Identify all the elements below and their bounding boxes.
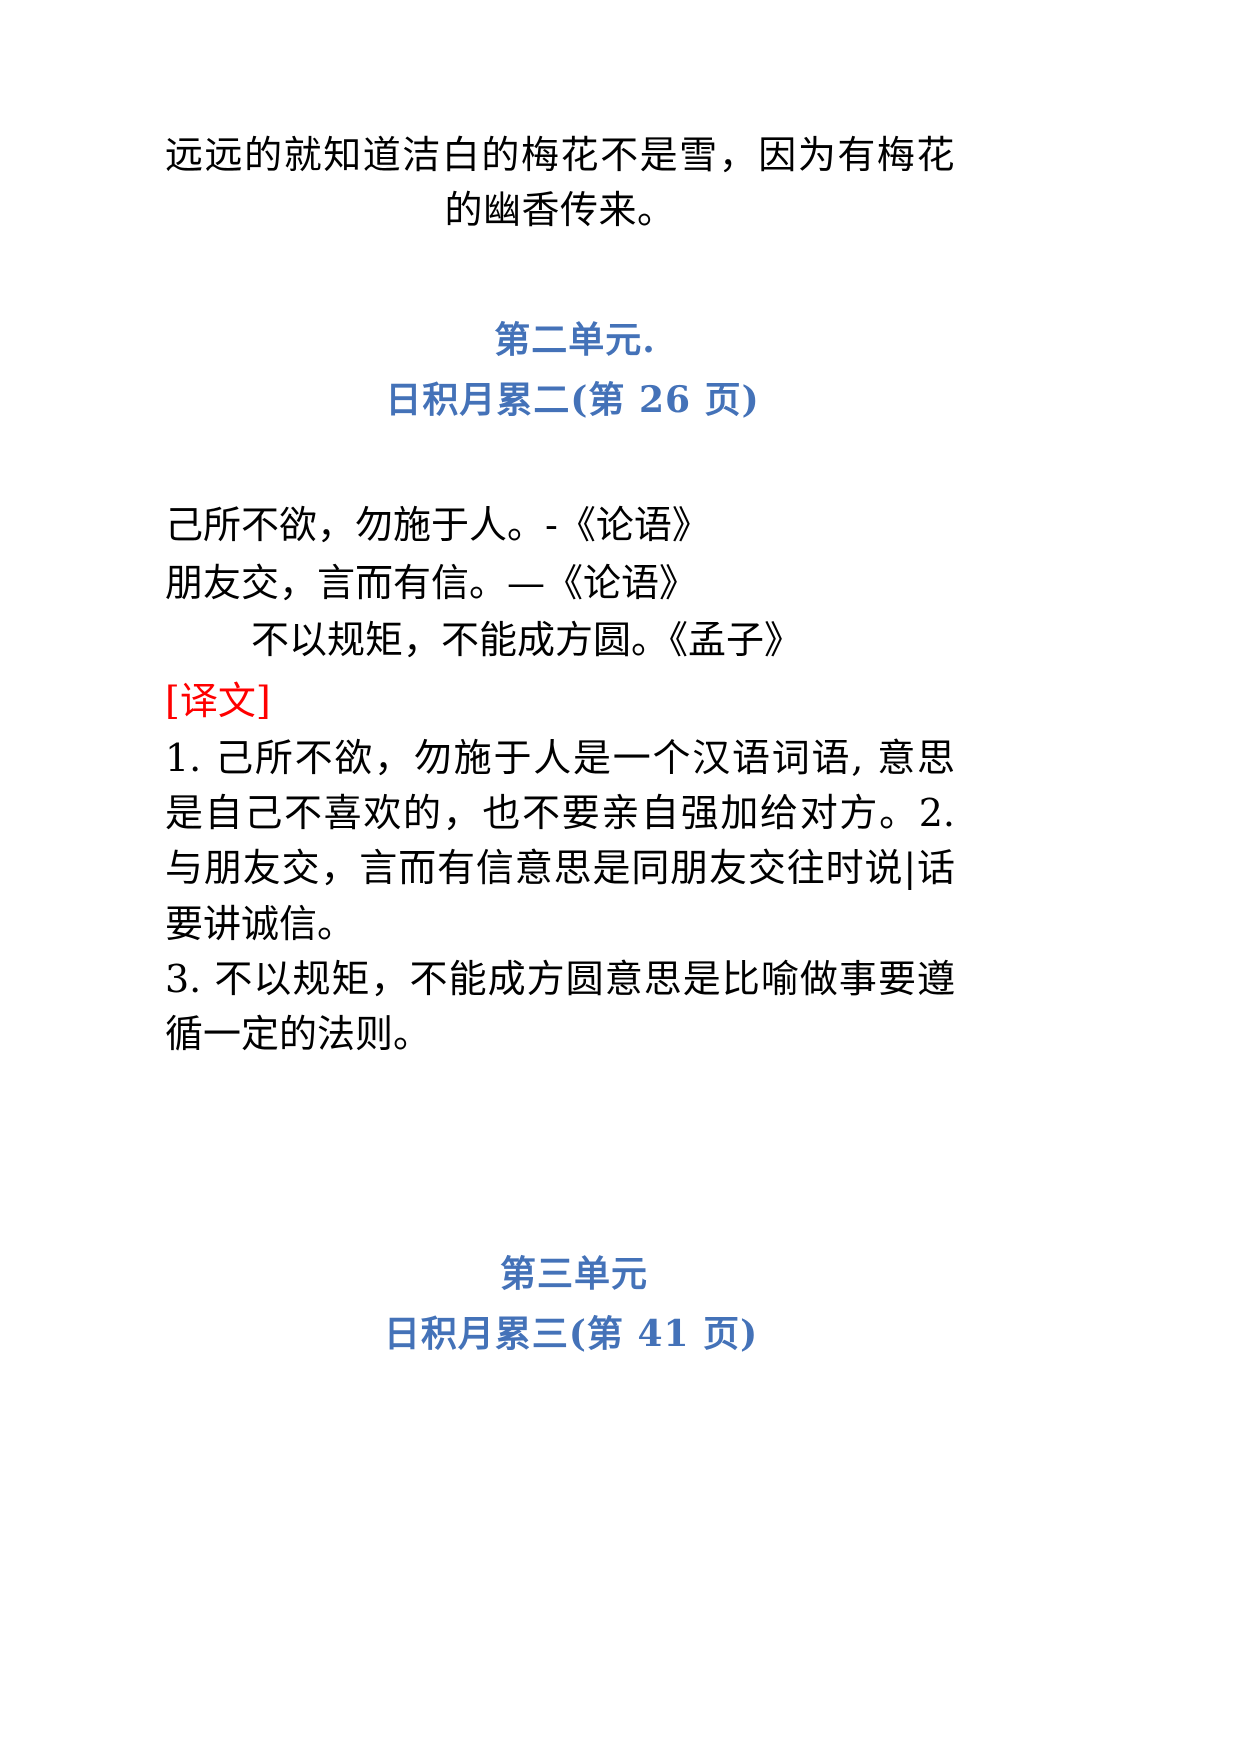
unit-three-subtitle: 日积月累三(第 41 页) xyxy=(383,1312,759,1355)
poem-translation-paragraph: 远远的就知道洁白的梅花不是雪，因为有梅花的幽香传来。 xyxy=(165,133,955,233)
unit-two-title: 第二单元. xyxy=(494,318,656,361)
translation-body: 1. 己所不欲，勿施于人是一个汉语词语, 意思是自己不喜欢的，也不要亲自强加给对… xyxy=(165,731,955,1062)
page-content: 远远的就知道洁白的梅花不是雪，因为有梅花的幽香传来。 第二单元. 日积月累二(第… xyxy=(165,0,955,1361)
quote-line: 不以规矩，不能成方圆。《孟子》 xyxy=(251,618,803,663)
unit-two-quote-list: 己所不欲，勿施于人。-《论语》 朋友交，言而有信。—《论语》 不以规矩，不能成方… xyxy=(165,497,955,670)
unit-three-heading-group: 第三单元 日积月累三(第 41 页) xyxy=(165,1247,955,1361)
quote-line: 己所不欲，勿施于人。-《论语》 xyxy=(165,502,710,547)
unit-three-title: 第三单元 xyxy=(499,1252,648,1295)
quote-line: 朋友交，言而有信。—《论语》 xyxy=(165,560,698,605)
translation-item: 3. 不以规矩，不能成方圆意思是比喻做事要遵循一定的法则。 xyxy=(165,956,955,1056)
translation-section-label: [译文] xyxy=(165,679,271,724)
unit-two-subtitle: 日积月累二(第 26 页) xyxy=(385,378,760,421)
translation-item: 1. 己所不欲，勿施于人是一个汉语词语, 意思是自己不喜欢的，也不要亲自强加给对… xyxy=(165,736,955,946)
